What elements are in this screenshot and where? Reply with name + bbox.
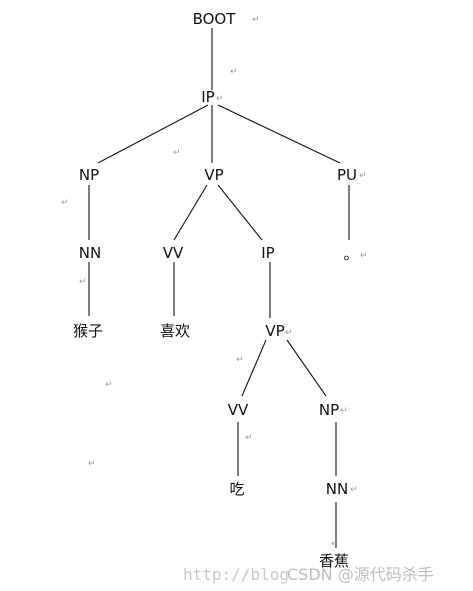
return-mark: ↵ (340, 406, 348, 416)
watermark: http://blog CSDN @源代码杀手 (183, 565, 434, 584)
return-mark: ↵ (216, 94, 224, 104)
return-mark: ↵ (230, 67, 238, 77)
node-monkey: 猴子 (73, 322, 103, 340)
node-np: NP (79, 166, 99, 184)
edge-vp-ip (217, 184, 263, 241)
node-nn-inner: NN (326, 480, 348, 498)
edge-vp2-vv2 (241, 339, 267, 397)
return-mark: ↵ (252, 15, 260, 25)
edge-ip-pu (217, 104, 341, 164)
return-mark: ↵ (245, 433, 253, 443)
return-mark: ↵ (61, 198, 69, 208)
node-ip-inner: IP (261, 244, 274, 262)
node-ip-root: IP (201, 88, 214, 106)
watermark-csdn: CSDN @源代码杀手 (287, 565, 434, 584)
tree-edges (88, 28, 350, 548)
node-like: 喜欢 (160, 322, 190, 340)
node-nn: NN (79, 244, 101, 262)
edge-vp2-np2 (286, 339, 327, 397)
return-mark: ↵ (173, 148, 181, 158)
node-vv: VV (163, 244, 184, 262)
return-mark: ↵ (236, 355, 244, 365)
return-mark: ↵ (360, 251, 368, 261)
edge-ip-np (97, 104, 209, 164)
return-mark: ↵ (331, 539, 339, 549)
edge-vp-vv (173, 184, 208, 241)
node-banana: 香蕉 (319, 552, 349, 570)
node-vp: VP (204, 166, 223, 184)
return-mark: ↵ (350, 485, 358, 495)
node-np-inner: NP (319, 401, 339, 419)
node-period: 。 (343, 245, 358, 263)
node-vv-inner: VV (228, 401, 249, 419)
return-mark: ↵ (359, 171, 367, 181)
watermark-url: http://blog (183, 565, 289, 584)
return-mark: ↵ (88, 459, 96, 469)
node-eat: 吃 (229, 480, 244, 498)
node-pu: PU (337, 166, 357, 184)
node-boot: BOOT (193, 10, 237, 28)
tree-nodes: BOOT IP NP VP PU NN VV IP 。 猴子 喜欢 VP VV … (73, 10, 359, 570)
return-mark: ↵ (105, 380, 113, 390)
node-vp-inner: VP (265, 322, 284, 340)
return-mark: ↵ (285, 328, 293, 338)
return-marks: ↵ ↵ ↵ ↵ ↵ ↵ ↵ ↵ ↵ ↵ ↵ ↵ ↵ ↵ ↵ ↵ (61, 15, 368, 549)
return-mark: ↵ (79, 277, 87, 287)
